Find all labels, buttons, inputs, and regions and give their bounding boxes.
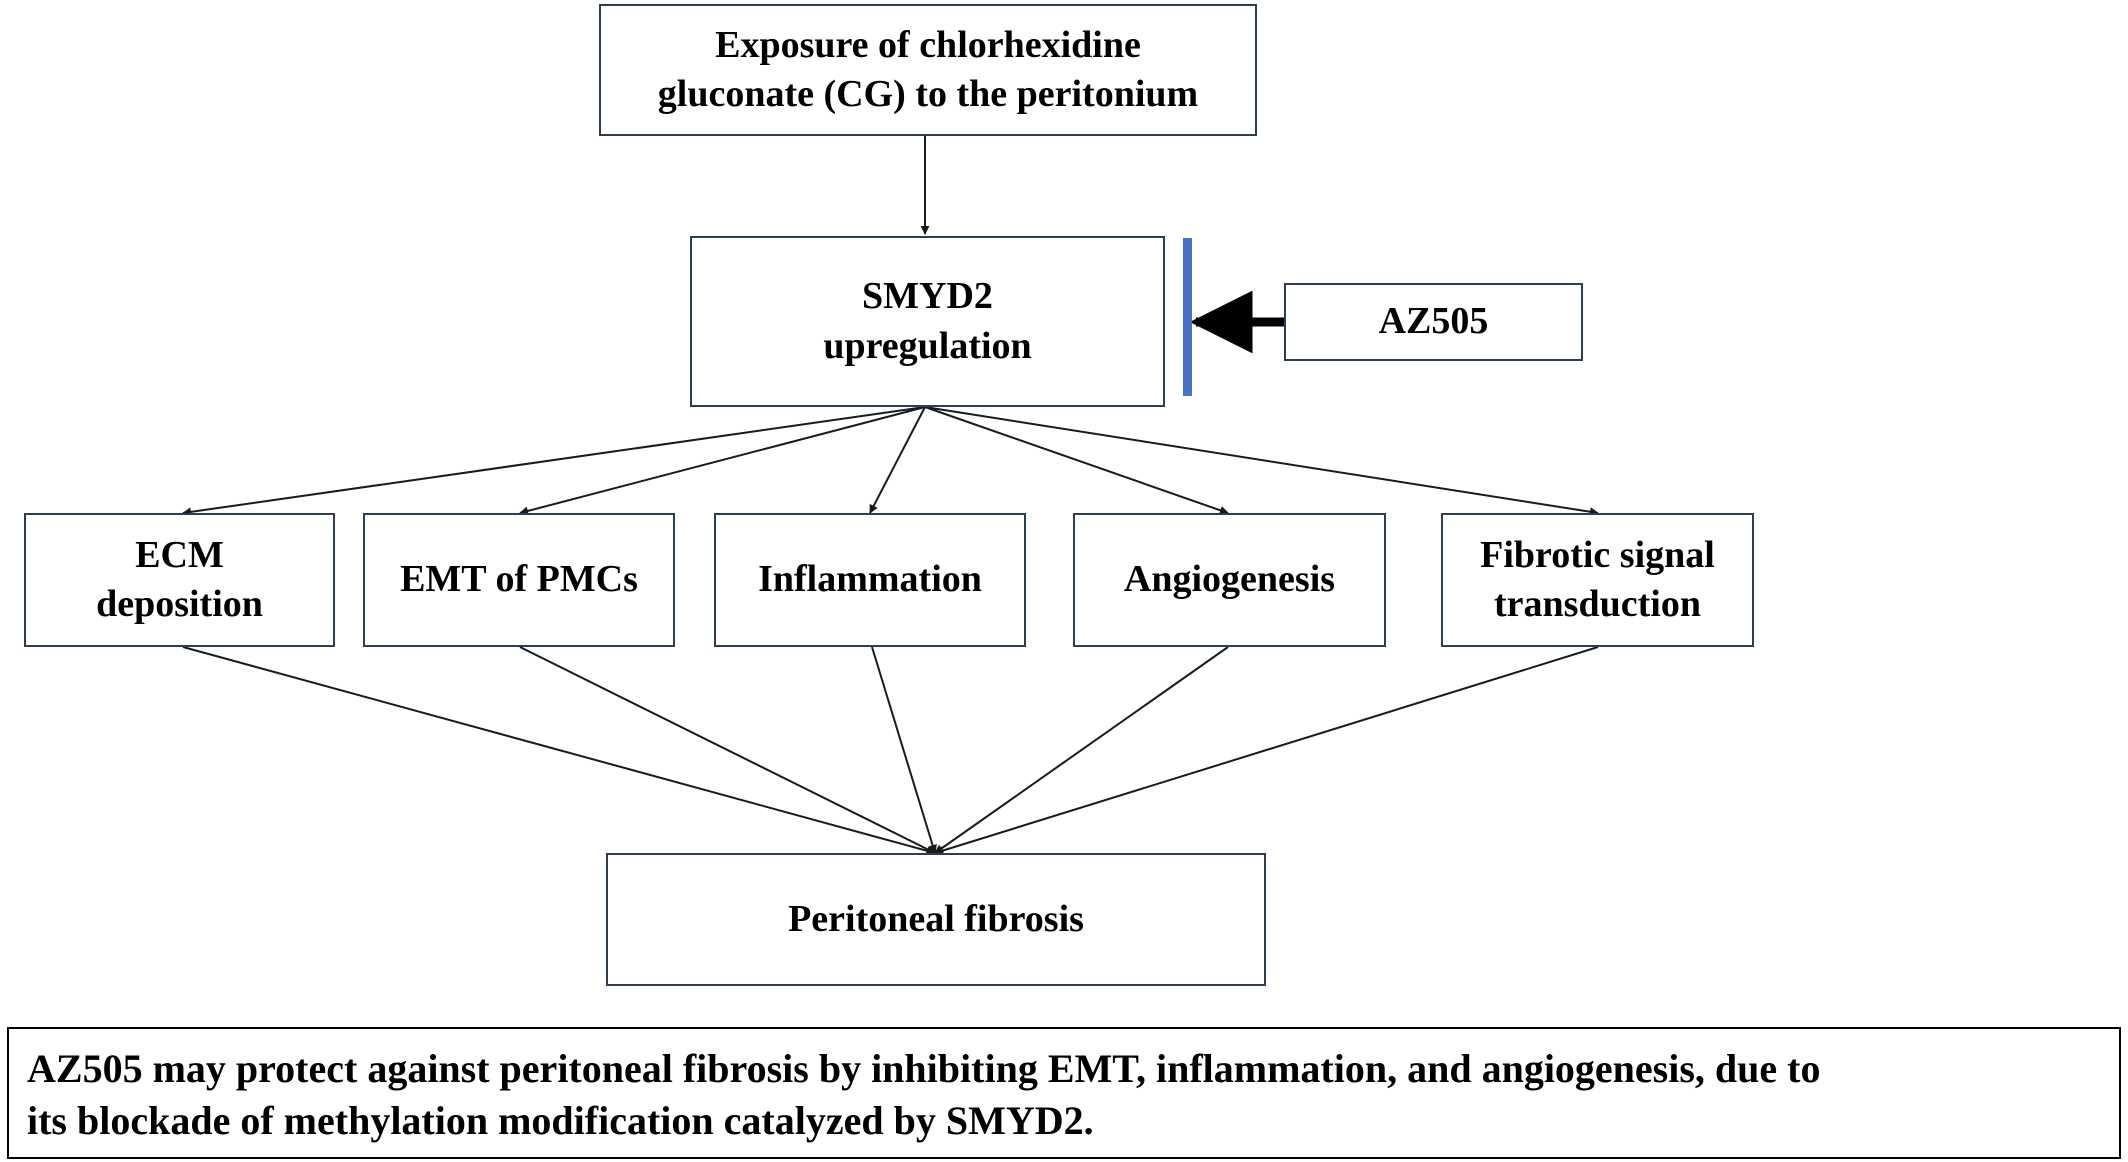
node-fibrosis-label: Peritoneal fibrosis: [788, 897, 1084, 940]
node-az505-label: AZ505: [1378, 300, 1489, 343]
node-ecm-line2: deposition: [96, 583, 263, 625]
arrow-emt-to-fibrosis: [519, 646, 936, 854]
node-exposure: Exposure of chlorhexidine gluconate (CG)…: [599, 4, 1257, 136]
node-exposure-line1: Exposure of chlorhexidine: [715, 23, 1141, 66]
node-smyd2-line2: upregulation: [823, 324, 1032, 367]
caption-line1: AZ505 may protect against peritoneal fib…: [27, 1046, 1821, 1091]
arrow-inflammation-to-fibrosis: [871, 646, 937, 854]
arrow-smyd2-to-ecm: [182, 406, 926, 517]
node-az505: AZ505: [1284, 283, 1583, 361]
node-fibrotic: Fibrotic signal transduction: [1441, 513, 1754, 647]
arrow-smyd2-to-emt: [519, 406, 926, 516]
inhibition-bar: [1183, 238, 1192, 396]
node-ecm: ECM deposition: [24, 513, 335, 647]
node-exposure-line2: gluconate (CG) to the peritonium: [657, 73, 1199, 115]
arrow-smyd2-to-fibrotic: [924, 406, 1599, 517]
node-fibrosis: Peritoneal fibrosis: [606, 853, 1266, 986]
arrow-fibrotic-to-fibrosis: [934, 646, 1599, 855]
arrow-smyd2-to-angiogenesis: [924, 406, 1229, 515]
node-ecm-line1: ECM: [135, 533, 224, 576]
caption-line2: its blockade of methylation modification…: [27, 1098, 1094, 1143]
arrow-angiogenesis-to-fibrosis: [934, 646, 1229, 854]
node-smyd2-line1: SMYD2: [862, 275, 993, 318]
node-inflammation: Inflammation: [714, 513, 1026, 647]
node-fibrotic-line1: Fibrotic signal: [1480, 533, 1715, 576]
node-smyd2: SMYD2 upregulation: [690, 236, 1165, 407]
node-fibrotic-line2: transduction: [1494, 583, 1701, 625]
caption-box: AZ505 may protect against peritoneal fib…: [7, 1027, 2121, 1159]
node-angiogenesis: Angiogenesis: [1073, 513, 1386, 647]
arrow-ecm-to-fibrosis: [182, 646, 936, 856]
node-inflammation-label: Inflammation: [758, 558, 982, 601]
node-angiogenesis-label: Angiogenesis: [1123, 558, 1336, 601]
arrow-smyd2-to-inflammation: [869, 406, 926, 514]
node-emt-label: EMT of PMCs: [400, 558, 638, 601]
node-emt: EMT of PMCs: [363, 513, 675, 647]
